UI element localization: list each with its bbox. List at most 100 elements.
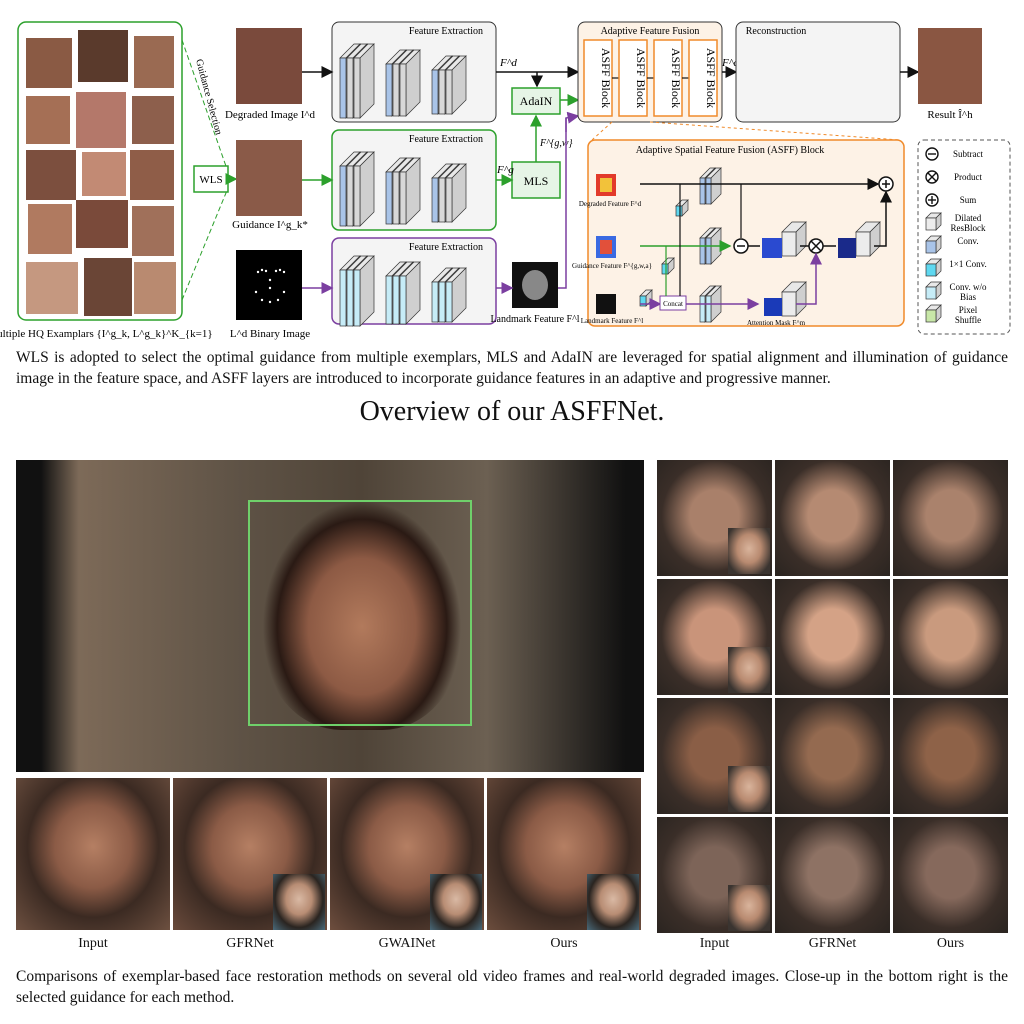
resblock bbox=[399, 157, 421, 225]
method-label: Ours bbox=[550, 936, 578, 951]
landmark-feature-label: Landmark Feature F^l bbox=[490, 314, 579, 325]
svg-text:Landmark Feature F^l: Landmark Feature F^l bbox=[581, 317, 643, 325]
degraded-image bbox=[236, 28, 302, 104]
focus-box bbox=[248, 500, 472, 726]
method-label: GWAINet bbox=[378, 936, 436, 951]
guidance-label: Guidance I^g_k* bbox=[232, 219, 308, 231]
result-image bbox=[918, 28, 982, 104]
real-world-result bbox=[893, 579, 1008, 695]
binary-image bbox=[236, 250, 302, 320]
svg-text:MLS: MLS bbox=[524, 174, 549, 188]
diff-feature-map bbox=[762, 238, 782, 258]
svg-text:ASFF Block: ASFF Block bbox=[634, 48, 648, 108]
svg-text:AdaIN: AdaIN bbox=[520, 94, 553, 108]
conv-block bbox=[705, 167, 722, 205]
dilated-resblock-icon bbox=[925, 212, 942, 231]
legend-label: Sum bbox=[960, 195, 977, 205]
real-world-result bbox=[775, 817, 890, 933]
svg-text:Degraded Feature F^d: Degraded Feature F^d bbox=[579, 200, 642, 208]
fd-label: F^d bbox=[499, 57, 517, 69]
svg-text:ASFF Block: ASFF Block bbox=[669, 48, 683, 108]
comparison-crop bbox=[16, 778, 170, 930]
real-world-result bbox=[775, 579, 890, 695]
conv1x1-icon bbox=[925, 258, 942, 277]
legend-label: Conv. bbox=[957, 236, 978, 246]
exemplar-grid bbox=[26, 30, 176, 316]
face-region bbox=[262, 500, 462, 730]
real-world-result bbox=[893, 460, 1008, 576]
binary-label: L^d Binary Image bbox=[230, 328, 310, 340]
page-title: Overview of our ASFFNet. bbox=[359, 396, 665, 427]
real-world-result bbox=[893, 698, 1008, 814]
asff-block: ASFF Block bbox=[583, 39, 619, 117]
svg-text:Feature Extraction: Feature Extraction bbox=[409, 26, 483, 37]
conv-icon bbox=[925, 235, 942, 254]
asff-block: ASFF Block bbox=[653, 39, 689, 117]
resblock bbox=[781, 221, 807, 257]
fusion-title: Adaptive Feature Fusion bbox=[601, 26, 700, 37]
svg-text:ASFF Block: ASFF Block bbox=[704, 48, 718, 108]
guidance-closeup bbox=[728, 766, 770, 812]
fc-label: F^c bbox=[721, 57, 738, 69]
wls-box bbox=[193, 165, 229, 193]
degraded-label: Degraded Image I^d bbox=[225, 109, 316, 121]
method-label: Ours bbox=[936, 936, 965, 951]
guidance-image bbox=[236, 140, 302, 216]
fg-label: F^g bbox=[496, 164, 514, 176]
conv-no-bias-block bbox=[353, 255, 375, 327]
sum-icon: Sum bbox=[925, 193, 977, 207]
result-label: Result Î^h bbox=[927, 109, 973, 121]
svg-text:ASFF Block: ASFF Block bbox=[599, 48, 613, 108]
adain-box bbox=[511, 87, 561, 115]
exemplars-label: Multiple HQ Examplars {I^g_k, L^g_k}^K_{… bbox=[0, 328, 213, 340]
method-label: Input bbox=[699, 936, 730, 951]
diagram-caption: WLS is adopted to select the optimal gui… bbox=[16, 349, 1008, 387]
attention-mask-map bbox=[764, 298, 782, 316]
asff-block: ASFF Block bbox=[618, 39, 654, 117]
real-world-result bbox=[775, 698, 890, 814]
svg-text:Concat: Concat bbox=[663, 300, 683, 308]
wls-label: WLS bbox=[199, 174, 222, 186]
legend-label: 1×1 Conv. bbox=[949, 259, 987, 269]
asff-block: ASFF Block bbox=[688, 39, 718, 117]
asff-detail-panel bbox=[587, 139, 905, 327]
subtract-icon: Subtract bbox=[925, 147, 983, 161]
guidance-closeup bbox=[728, 885, 770, 931]
pixel-shuffle-icon bbox=[925, 304, 942, 323]
legend-label: Product bbox=[954, 172, 982, 182]
guidance-closeup bbox=[273, 874, 325, 930]
fgw-label: F^{g,w} bbox=[539, 138, 573, 149]
real-world-result bbox=[775, 460, 890, 576]
real-world-result bbox=[893, 817, 1008, 933]
method-label: GFRNet bbox=[226, 936, 274, 951]
comparison-caption: Comparisons of exemplar-based face resto… bbox=[16, 968, 1008, 1006]
reconstruction-title: Reconstruction bbox=[746, 26, 807, 37]
resblock bbox=[445, 163, 467, 223]
conv1x1-icon: 1×1 Conv. bbox=[925, 258, 987, 277]
product-feature-map bbox=[838, 238, 856, 258]
concat-box bbox=[659, 295, 687, 311]
method-label: GFRNet bbox=[808, 936, 857, 951]
svg-text:Feature Extraction: Feature Extraction bbox=[409, 134, 483, 145]
svg-text:Attention Mask F^m: Attention Mask F^m bbox=[747, 319, 806, 327]
guidance-closeup bbox=[587, 874, 639, 930]
guidance-closeup bbox=[430, 874, 482, 930]
resblock bbox=[353, 151, 375, 227]
conv-no-bias-icon bbox=[925, 281, 942, 300]
guidance-selection-label: Guidance Selection bbox=[193, 58, 224, 136]
conv-no-bias-block bbox=[399, 261, 421, 325]
conv-icon: Conv. bbox=[925, 235, 979, 254]
resblock bbox=[353, 43, 375, 119]
guidance-closeup bbox=[728, 647, 770, 693]
conv-no-bias-block bbox=[445, 267, 467, 323]
resblock bbox=[445, 55, 467, 115]
product-icon: Product bbox=[925, 170, 982, 184]
resblock bbox=[855, 221, 881, 257]
reconstruction-panel bbox=[735, 21, 901, 123]
